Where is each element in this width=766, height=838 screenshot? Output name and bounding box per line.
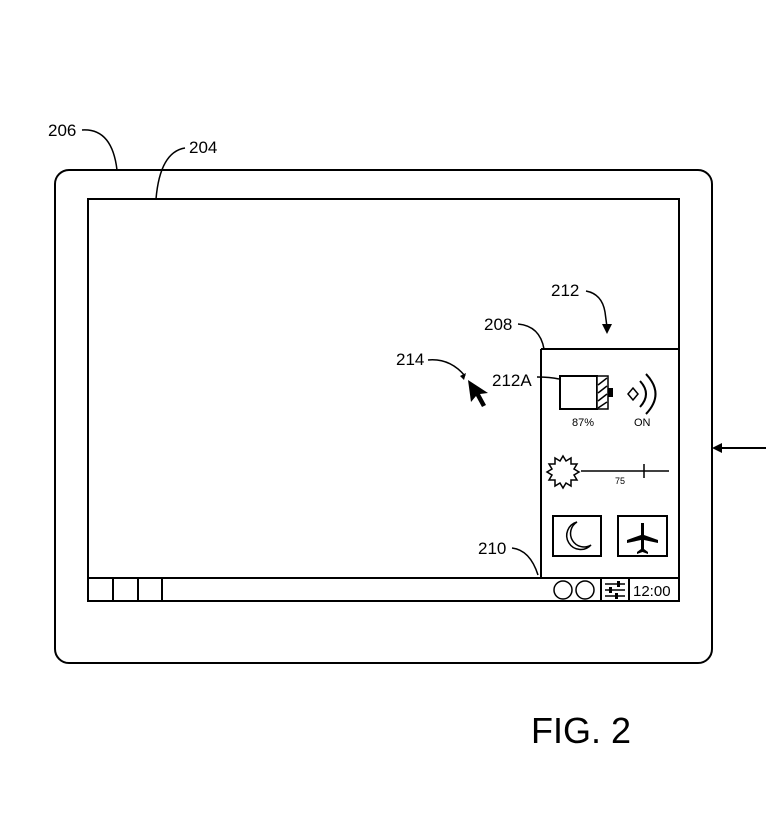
input-arrow (712, 443, 766, 453)
ref-screen: 204 (189, 138, 217, 157)
battery-percent-label: 87% (572, 417, 594, 429)
night-mode-tile[interactable] (552, 515, 602, 557)
wireless-icon[interactable] (627, 373, 657, 415)
brightness-value-label: 75 (615, 476, 625, 486)
airplane-mode-tile[interactable] (617, 515, 668, 557)
ref-taskbar: 210 (478, 539, 506, 558)
wireless-status-label: ON (634, 417, 651, 429)
figure-label: FIG. 2 (531, 710, 631, 751)
notification-circle-icon[interactable] (575, 580, 595, 600)
leader-208 (517, 323, 545, 350)
ref-battery-item: 212A (492, 371, 532, 390)
battery-icon[interactable] (559, 375, 613, 410)
ref-device: 206 (48, 121, 76, 140)
ref-panel-edge: 208 (484, 315, 512, 334)
display-screen (87, 198, 680, 602)
moon-icon (565, 521, 592, 551)
quick-settings-panel: 87% ON 75 (540, 348, 679, 578)
device-frame (54, 169, 713, 664)
brightness-sun-icon (545, 454, 581, 490)
leader-212a (536, 376, 560, 380)
leader-206 (81, 129, 118, 171)
cursor-arrow-icon (468, 380, 488, 407)
leader-214 (427, 359, 466, 377)
taskbar-app-slot[interactable] (89, 579, 112, 600)
taskbar-app-slot[interactable] (139, 579, 161, 600)
leader-204 (155, 147, 186, 200)
ref-panel: 212 (551, 281, 579, 300)
taskbar: 12:00 (88, 577, 679, 601)
taskbar-app-slot[interactable] (114, 579, 137, 600)
notification-circle-icon[interactable] (553, 580, 573, 600)
settings-sliders-icon[interactable] (605, 581, 625, 599)
taskbar-clock[interactable]: 12:00 (633, 583, 671, 600)
panel-arrow (585, 290, 612, 334)
leader-210 (511, 547, 539, 576)
airplane-icon (627, 523, 658, 554)
ref-cursor: 214 (396, 350, 424, 369)
brightness-slider[interactable] (581, 464, 669, 478)
